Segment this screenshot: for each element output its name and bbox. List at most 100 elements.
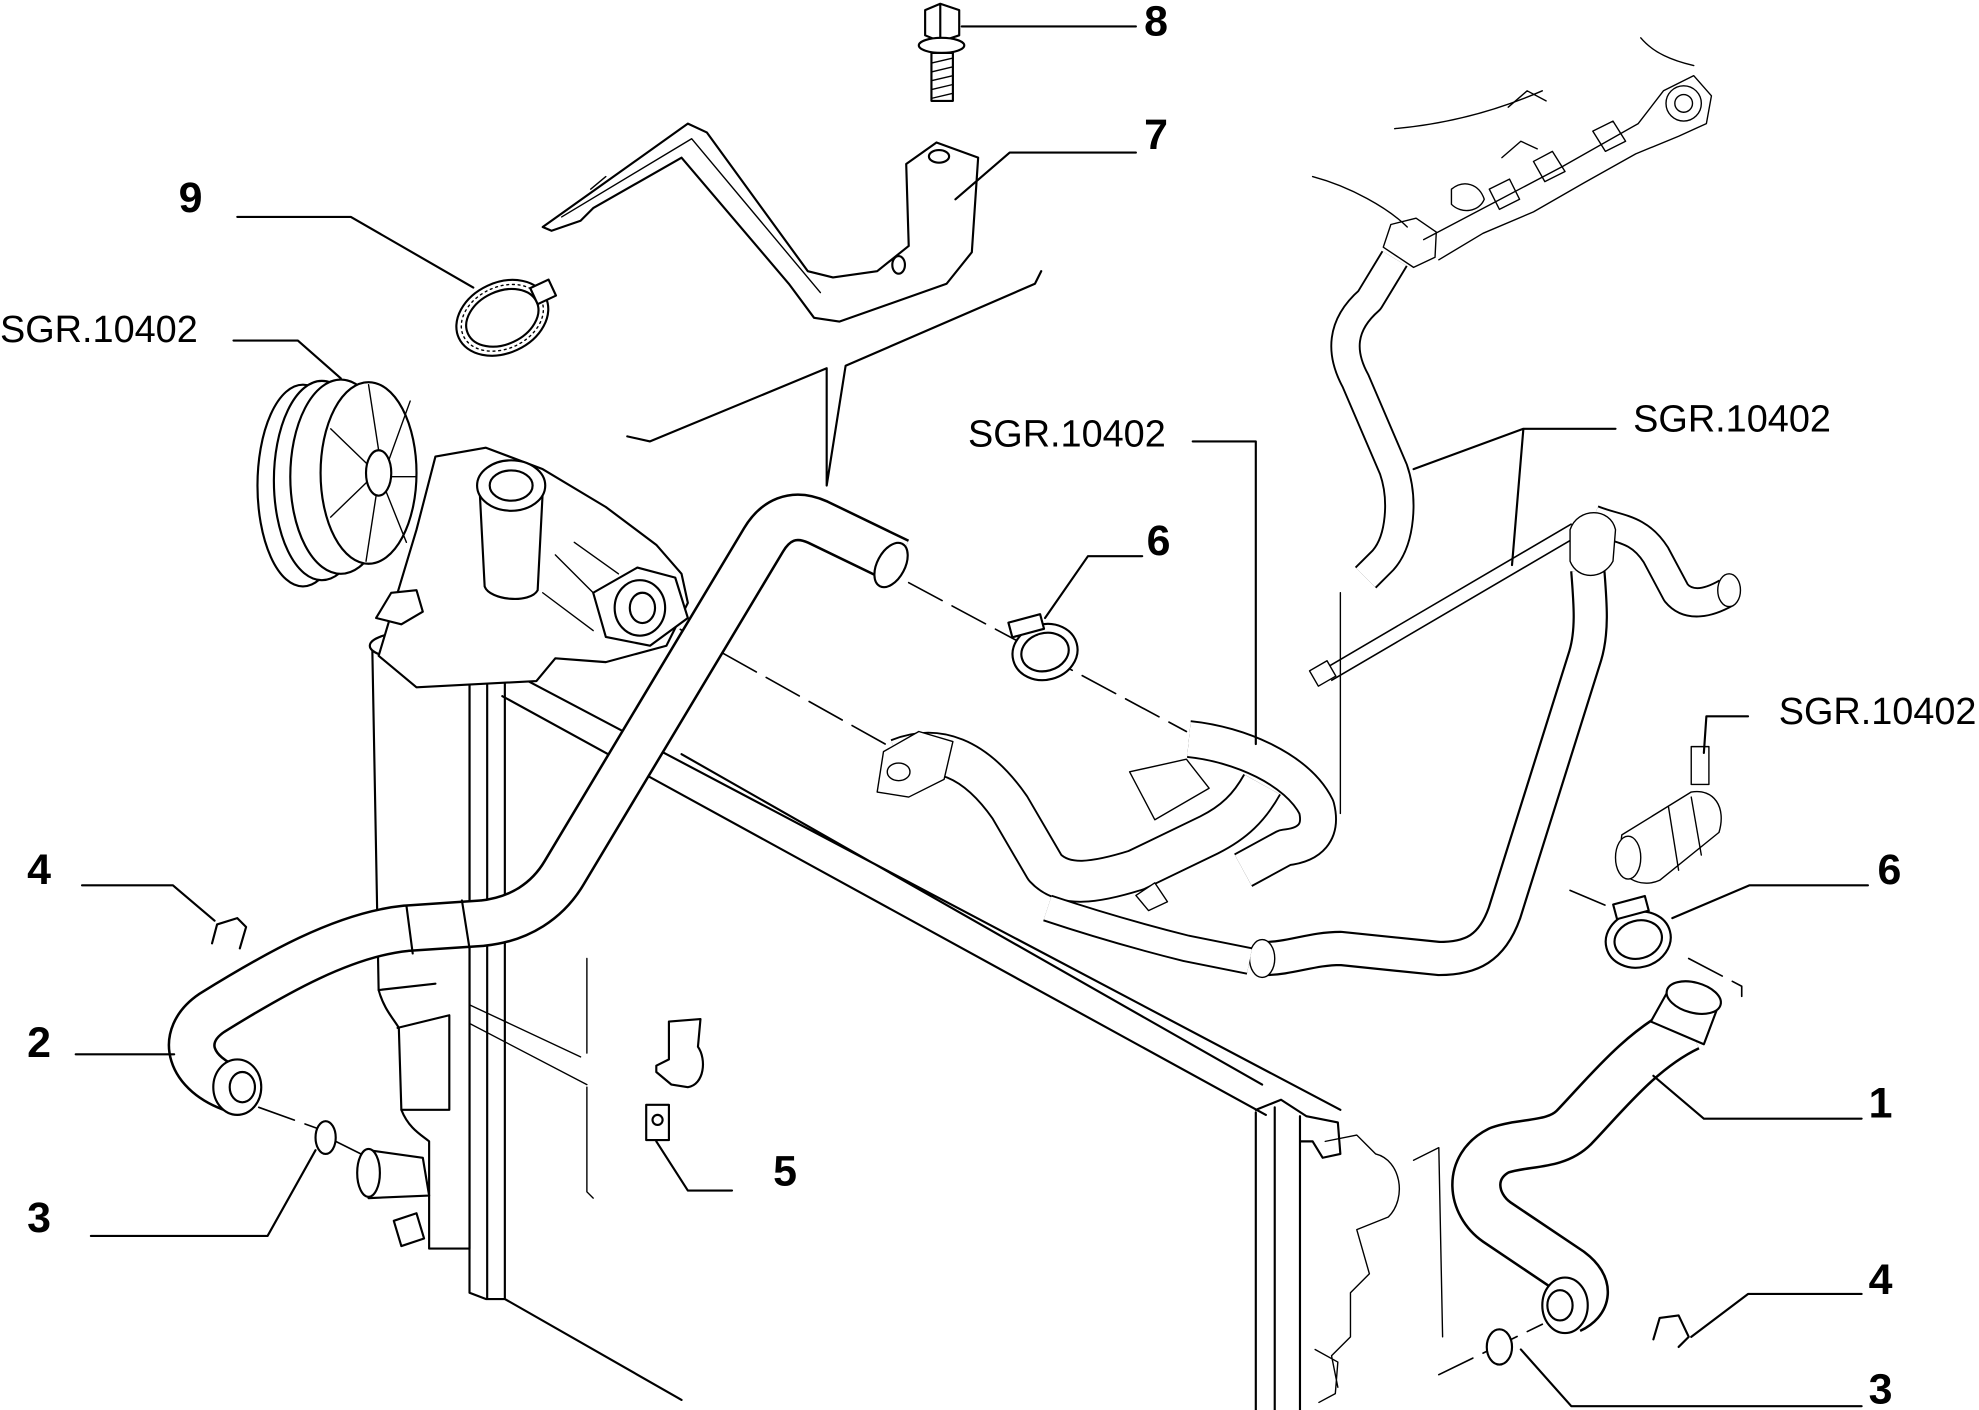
leader-line-lower-hose — [1652, 1074, 1863, 1120]
heater-return-end — [1248, 938, 1276, 979]
reference-callout-pump: SGR.10402 — [0, 309, 198, 351]
bracket-body — [541, 122, 980, 323]
engine-fittings-background — [1311, 37, 1713, 269]
bypass-bracket — [1128, 758, 1210, 912]
clamp-screw-housing — [529, 278, 558, 306]
leader-line-clamp-upper-left — [236, 215, 475, 289]
hose-support-clip — [645, 1017, 705, 1142]
assembly-line-clamp-right — [1569, 889, 1743, 998]
callout-bracket: 7 — [1144, 111, 1168, 159]
clip-saddle — [655, 1017, 705, 1089]
clamp-screw-housing — [1007, 613, 1046, 639]
bypass-main-fill — [899, 753, 1262, 881]
lower-radiator-hose — [1476, 980, 1722, 1333]
clip-hole — [651, 1113, 664, 1127]
pump-outlet-port — [613, 579, 667, 637]
leader-line-circlip-left — [80, 884, 216, 922]
filler-cap-center — [488, 469, 534, 502]
heater-hose-right-end — [1717, 573, 1742, 608]
leader-line-circlip-right — [1690, 1292, 1863, 1338]
valve-connector — [1690, 745, 1710, 786]
heater-valve-body — [1614, 745, 1722, 884]
upper-radiator-hose — [192, 517, 915, 1116]
upper-hose-ribs — [405, 899, 471, 955]
hose-clamp-top — [1007, 613, 1079, 682]
heater-tee-fitting — [1569, 512, 1617, 576]
radiator-right-frame — [1254, 1098, 1342, 1410]
engine-mount-bushing — [1665, 85, 1703, 122]
circlip-right — [1652, 1314, 1690, 1349]
bolt-thread — [930, 57, 954, 100]
callout-circlip-left: 4 — [27, 846, 51, 894]
reference-callout-bypass: SGR.10402 — [968, 413, 1166, 455]
leader-line-ref-pump — [232, 339, 342, 380]
pulley-face — [319, 381, 418, 565]
heater-pipe — [1308, 530, 1576, 687]
callout-ring-left: 3 — [27, 1194, 51, 1242]
o-ring-right — [1485, 1328, 1514, 1366]
pulley-spokes — [329, 383, 418, 562]
heater-return-fill — [1265, 570, 1591, 958]
filler-cap — [476, 459, 547, 512]
tank-seams — [377, 982, 451, 1111]
heater-pipe-fill — [1328, 530, 1575, 675]
hose-bracket — [541, 122, 980, 323]
bolt — [917, 2, 966, 102]
radiator-left-frame — [468, 664, 683, 1401]
filler-neck — [478, 488, 544, 601]
leader-line-clamp-right — [1671, 884, 1870, 920]
heater-pipe-end — [1308, 660, 1337, 687]
callout-clamp-upper-left: 9 — [179, 174, 203, 222]
pump-outlet-bore — [628, 591, 657, 625]
leader-line-clamp-top — [1043, 555, 1144, 620]
heater-hose-upper — [1345, 259, 1399, 578]
clamp-band-inner — [1020, 631, 1070, 673]
callout-upper-hose: 2 — [27, 1019, 51, 1067]
o-ring-left — [314, 1120, 337, 1156]
drain-plug — [392, 1212, 426, 1248]
leader-lines — [74, 25, 1870, 1408]
clamp-band-inner — [1613, 919, 1663, 960]
valve-ribs — [1667, 796, 1703, 871]
bypass-lower-fill — [1048, 908, 1250, 961]
bypass-hose-assembly — [876, 730, 1318, 961]
bracket-slot — [891, 254, 907, 275]
upper-hose-end — [873, 541, 909, 589]
water-pump — [256, 378, 689, 689]
pump-housing-ribs — [542, 541, 620, 632]
tank-clip — [375, 589, 424, 626]
heater-return-hose — [1248, 512, 1617, 979]
hose-clamp-right — [1604, 894, 1672, 969]
lower-hose-coupling-bore — [1546, 1289, 1574, 1322]
heater-hose-upper-fill — [1345, 259, 1399, 578]
radiator-right-tank — [1314, 1134, 1401, 1404]
circlip-left — [210, 917, 248, 950]
bracket-bolt-hole — [927, 149, 951, 164]
clamp-band-outer — [1604, 910, 1672, 969]
callout-clamp-top: 6 — [1147, 517, 1171, 565]
break-indicator — [626, 270, 1043, 487]
bypass-flange-hole — [886, 762, 911, 782]
bypass-flange — [876, 730, 954, 798]
leader-line-ref-heater — [1412, 427, 1617, 567]
callout-bolt: 8 — [1144, 0, 1168, 45]
upper-hose-coupling-bore — [228, 1070, 257, 1104]
bracket-edge — [560, 138, 822, 294]
bolt-head — [924, 2, 961, 43]
clip-mount — [645, 1103, 670, 1142]
leader-line-clip — [655, 1140, 734, 1192]
engine-mount-bushing-hole — [1674, 93, 1694, 113]
leader-line-ring-left — [89, 1149, 317, 1238]
engine-outline — [1311, 37, 1713, 261]
callout-clip: 5 — [773, 1148, 797, 1196]
valve-port — [1614, 835, 1642, 880]
reference-callout-heater: SGR.10402 — [1633, 398, 1831, 440]
lower-hose-top-end — [1665, 980, 1722, 1015]
callout-circlip-right: 4 — [1869, 1256, 1893, 1304]
reference-callout-valve: SGR.10402 — [1779, 691, 1977, 733]
callout-ring-right: 3 — [1869, 1366, 1893, 1410]
heater-hose-right — [1593, 520, 1741, 607]
leader-line-ref-bypass — [1191, 440, 1257, 746]
bolt-washer — [917, 36, 966, 55]
